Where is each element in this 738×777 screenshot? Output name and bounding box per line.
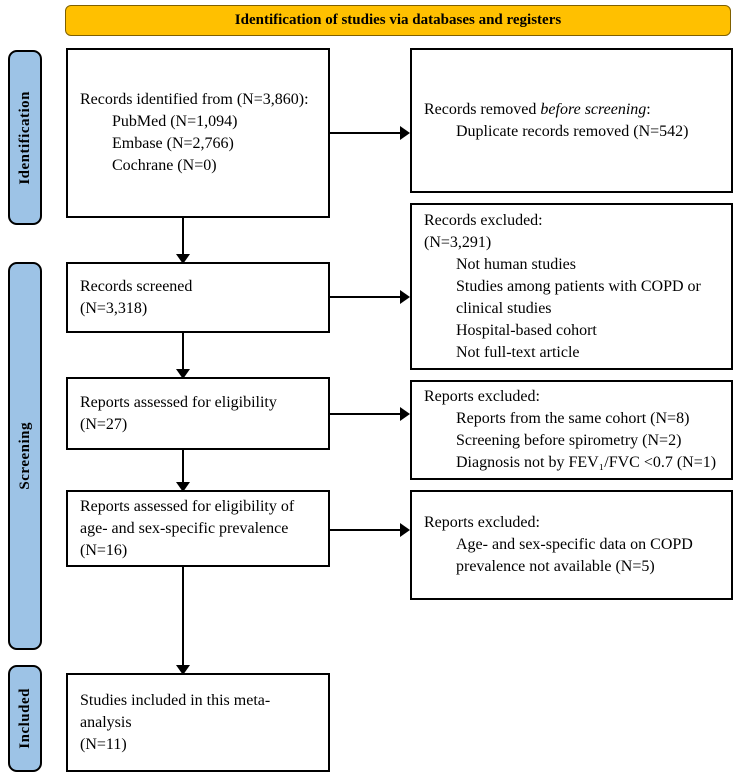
banner-identification-of-studies: Identification of studies via databases …: [65, 5, 731, 36]
box-reports-assessed: Reports assessed for eligibility (N=27): [66, 377, 330, 450]
reports-excluded-age-sex-title: Reports excluded:: [424, 514, 540, 531]
stage-label-screening: Screening: [8, 262, 42, 650]
reports-assessed-count: (N=27): [80, 415, 128, 433]
reports-excluded-item-fev: Diagnosis not by FEV₁/FVC <0.7 (N=1): [456, 454, 717, 471]
reports-excluded-eligibility-title: Reports excluded:: [424, 388, 540, 405]
records-screened-count: (N=3,318): [80, 299, 148, 317]
records-excluded-item-2: Studies among patients with COPD or clin…: [456, 277, 701, 317]
arrow-down-identified-to-screened: [176, 218, 190, 264]
records-excluded-count: (N=3,291): [424, 233, 492, 251]
records-identified-title: Records identified from (N=3,860):: [80, 91, 309, 108]
reports-assessed-age-sex-line2: age- and sex-specific prevalence: [80, 519, 289, 537]
stage-label-identification: Identification: [8, 50, 42, 225]
arrow-right-screened-to-excluded: [330, 290, 410, 304]
box-reports-excluded-eligibility: Reports excluded: Reports from the same …: [410, 380, 733, 480]
records-excluded-item-1: Not human studies: [456, 255, 576, 273]
arrow-right-assessed-to-excluded: [330, 407, 410, 421]
box-records-screened: Records screened (N=3,318): [66, 262, 330, 333]
records-identified-item-pubmed: PubMed (N=1,094): [112, 113, 238, 130]
records-excluded-item-3: Hospital-based cohort: [456, 321, 597, 339]
arrow-down-assessed-to-age-sex: [176, 450, 190, 492]
reports-assessed-line1: Reports assessed for eligibility: [80, 393, 277, 411]
box-records-removed: Records removed before screening: Duplic…: [410, 48, 733, 193]
reports-assessed-age-sex-line1: Reports assessed for eligibility of: [80, 497, 295, 515]
reports-excluded-item-spirometry: Screening before spirometry (N=2): [456, 432, 682, 449]
studies-included-line1: Studies included in this meta-: [80, 691, 271, 709]
records-excluded-title: Records excluded:: [424, 211, 543, 229]
records-removed-title: Records removed before screening:: [424, 99, 723, 121]
records-removed-item-duplicates: Duplicate records removed (N=542): [456, 122, 689, 140]
arrow-right-age-sex-to-excluded: [330, 523, 410, 537]
arrow-down-screened-to-assessed: [176, 333, 190, 379]
stage-label-identification-text: Identification: [16, 90, 33, 185]
box-reports-excluded-age-sex: Reports excluded: Age- and sex-specific …: [410, 490, 733, 600]
records-identified-item-embase: Embase (N=2,766): [112, 135, 234, 152]
studies-included-count: (N=11): [80, 735, 127, 753]
studies-included-line2: analysis: [80, 713, 132, 731]
reports-excluded-age-sex-item: Age- and sex-specific data on COPD preva…: [456, 536, 693, 575]
records-screened-line1: Records screened: [80, 277, 193, 295]
stage-label-included-text: Included: [16, 688, 33, 749]
records-excluded-item-4: Not full-text article: [456, 343, 580, 361]
arrow-down-age-sex-to-included: [176, 567, 190, 675]
reports-assessed-age-sex-count: (N=16): [80, 541, 128, 559]
box-studies-included: Studies included in this meta- analysis …: [66, 673, 330, 772]
records-removed-title-suffix: :: [646, 100, 651, 118]
records-identified-item-cochrane: Cochrane (N=0): [112, 157, 217, 174]
box-records-identified: Records identified from (N=3,860): PubMe…: [66, 48, 330, 218]
reports-excluded-item-cohort: Reports from the same cohort (N=8): [456, 410, 690, 427]
box-reports-assessed-age-sex: Reports assessed for eligibility of age-…: [66, 490, 330, 567]
stage-label-included: Included: [8, 665, 42, 772]
banner-title: Identification of studies via databases …: [234, 12, 562, 28]
records-removed-title-italic: before screening: [540, 100, 647, 118]
records-removed-title-prefix: Records removed: [424, 100, 541, 118]
stage-label-screening-text: Screening: [16, 422, 33, 490]
arrow-right-identified-to-removed: [330, 126, 410, 140]
box-records-excluded: Records excluded: (N=3,291) Not human st…: [410, 203, 733, 370]
